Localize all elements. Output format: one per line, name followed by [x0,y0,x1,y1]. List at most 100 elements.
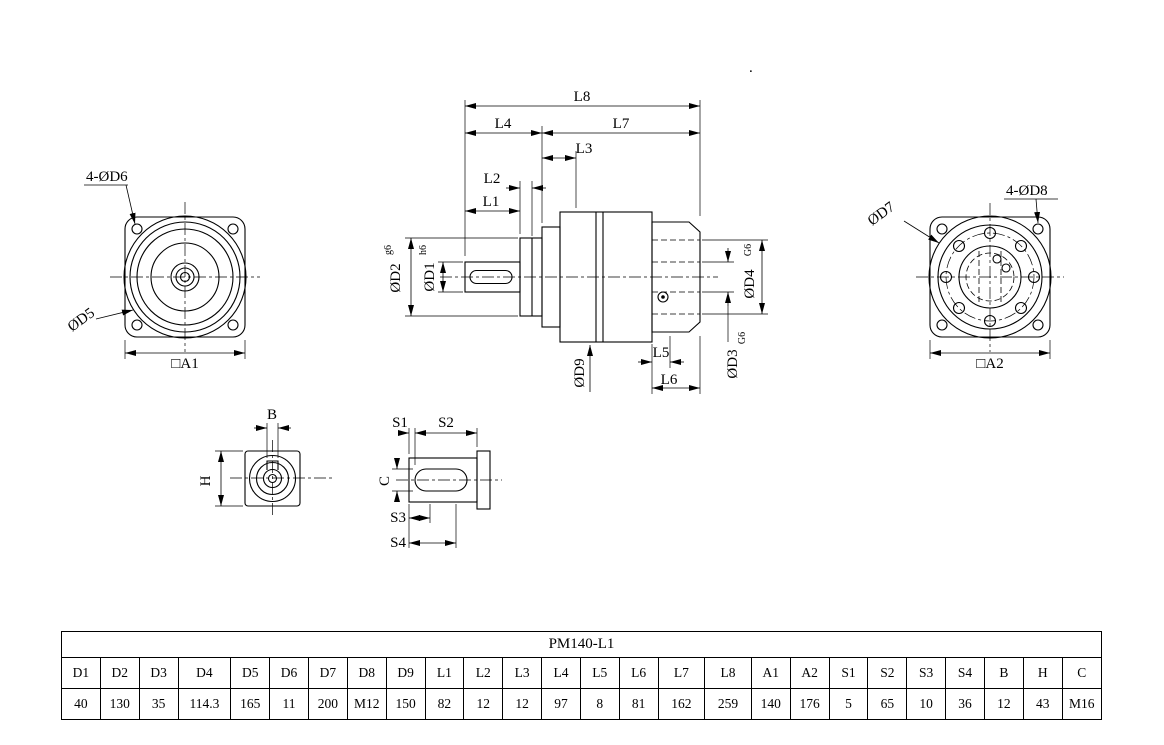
c-dimension: C [377,458,413,502]
col-header: S4 [945,657,985,689]
circle-bore [262,468,283,489]
s3-s4-dimensions: S3 S4 [390,504,457,551]
l2-label: L2 [484,171,501,187]
rear-view: ØD7 4-ØD8 □A2 [865,183,1064,372]
table-header-row: D1 D2 D3 D4 D5 D6 D7 D8 D9 L1 L2 L3 L4 L… [61,657,1103,689]
hidden-circle [965,252,1015,302]
d4-dimension: ØD4 G6 [702,239,768,315]
top-dimension-chain: L8 L4 L7 L3 L2 L1 [464,89,701,256]
col-value: 200 [307,688,348,720]
h-dimension: H [198,450,243,507]
col-header: L5 [579,657,620,689]
circle-center [179,271,191,283]
h-label: H [198,475,214,486]
bolt-hole [131,223,143,235]
plug-screw [657,291,669,303]
corner-bolt-holes [936,223,1044,331]
bolt-holes-ring [939,226,1041,328]
d2-tolerance: g6 [383,245,394,255]
col-value: 130 [99,688,140,720]
col-value: 259 [704,688,752,720]
bolt-hole [952,301,966,315]
output-flange [651,221,701,333]
l8-label: L8 [574,89,591,105]
col-header: D6 [269,657,309,689]
concentric-circles [928,215,1052,339]
d2-label: ØD2 [388,263,404,292]
flange-face-section [476,450,491,510]
circle-hub [175,267,195,287]
col-value: M16 [1061,688,1103,720]
bolt-hole [1014,301,1028,315]
col-header: L8 [704,657,752,689]
col-header: L7 [657,657,706,689]
l4-label: L4 [495,116,512,132]
circle [136,228,234,326]
flange-outline [124,216,246,338]
dimension-table-grid: PM140-L1 D1 D2 D3 D4 D5 D6 D7 D8 D9 L1 L… [61,631,1103,720]
b-dimension: B [254,407,291,458]
bolt-hole [1014,239,1028,253]
circle-hub [170,262,200,292]
bolt-hole [936,223,948,235]
a1-label: □A1 [171,356,198,372]
d1-tolerance: h6 [418,245,429,255]
bolt-hole [1032,223,1044,235]
d1-label: ØD1 [422,262,438,291]
small-hole [992,254,1002,264]
key-detail-view: S1 S2 C S3 S4 [377,415,502,551]
col-value: 140 [750,688,791,720]
col-value: 10 [906,688,947,720]
col-value: 5 [828,688,869,720]
col-value: 35 [138,688,179,720]
col-header: D4 [177,657,232,689]
a1-dimension: □A1 [124,340,246,372]
col-header: D5 [230,657,271,689]
col-header: S3 [906,657,947,689]
col-header: L1 [424,657,465,689]
d4-label: ØD4 [742,269,758,299]
col-value: 12 [463,688,504,720]
key-section [414,468,468,492]
l1-label: L1 [483,194,500,210]
circle [937,224,1043,330]
d3-label: ØD3 [725,349,741,378]
bolt-hole [227,223,239,235]
col-header: A2 [789,657,830,689]
col-header: A1 [750,657,791,689]
col-value: 40 [61,688,101,720]
d8-leader: 4-ØD8 [1004,183,1058,224]
shaft-keyway [469,269,513,285]
d2-dimension: ØD2 g6 [383,237,518,317]
col-value: 114.3 [177,688,232,720]
shaft-end-view: B H [198,407,334,517]
a2-label: □A2 [976,356,1003,372]
d6-leader: 4-ØD6 [84,169,136,225]
s3-label: S3 [390,510,406,526]
l5-label: L5 [653,345,670,361]
col-value: 165 [230,688,271,720]
col-header: D8 [346,657,387,689]
circle-center [267,473,278,484]
col-value: 150 [385,688,426,720]
col-header: S2 [867,657,908,689]
circle [150,242,220,312]
d5-leader: ØD5 [65,305,134,335]
small-hole [1001,263,1011,273]
s2-label: S2 [438,415,454,431]
dimension-table: PM140-L1 D1 D2 D3 D4 D5 D6 D7 D8 D9 L1 L… [61,631,1103,720]
col-header: D1 [61,657,101,689]
col-value: 97 [541,688,581,720]
col-header: D9 [385,657,426,689]
rear-holes-label: 4-ØD8 [1006,183,1048,199]
s1-s2-dimensions: S1 S2 [392,415,478,465]
bolt-hole [939,270,953,284]
bolt-hole [952,239,966,253]
a2-dimension: □A2 [929,340,1051,372]
bolt-hole [227,319,239,331]
d9-dimension: ØD9 [572,345,593,392]
bore-keyway [266,460,279,470]
d9-label: ØD9 [572,358,588,387]
d5-label: ØD5 [65,305,98,335]
